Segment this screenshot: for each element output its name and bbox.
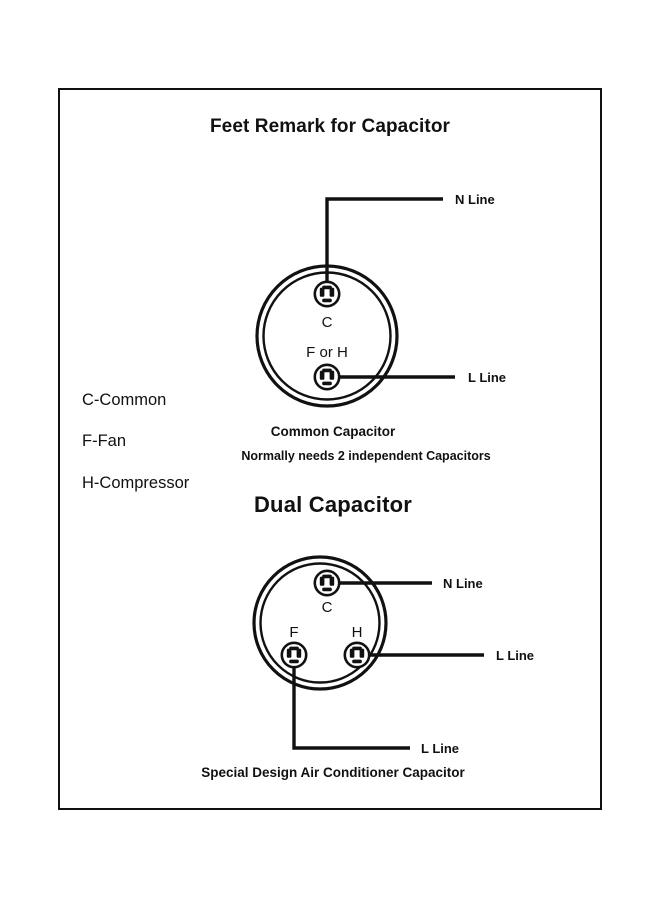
terminal-h-bottom [343, 641, 371, 669]
capacitor-shell-inner-bottom [259, 562, 381, 684]
wire-label-n-line-bottom: N Line [443, 576, 483, 591]
terminal-label-h-bottom: H [352, 624, 363, 641]
common-capacitor-diagram: C F or H N Line L Line Common Capacitor … [241, 192, 506, 463]
terminal-f-bottom [280, 641, 308, 669]
capacitor-shell-outer-bottom [252, 555, 388, 691]
terminal-label-c-bottom: C [322, 599, 333, 616]
caption-common-capacitor: Common Capacitor [271, 424, 396, 439]
legend-item-compressor: H-Compressor [82, 474, 190, 492]
section-title-dual-capacitor: Dual Capacitor [254, 492, 412, 517]
terminal-label-forh-top: F or H [306, 344, 348, 361]
wire-label-l-line-h-bottom: L Line [496, 648, 534, 663]
page-title: Feet Remark for Capacitor [210, 116, 451, 137]
terminal-label-f-bottom: F [289, 624, 298, 641]
legend-item-common: C-Common [82, 391, 166, 409]
wire-label-l-line-top: L Line [468, 370, 506, 385]
terminal-c-bottom [313, 569, 341, 597]
terminal-label-c-top: C [322, 314, 333, 331]
caption-common-capacitor-note: Normally needs 2 independent Capacitors [241, 449, 490, 463]
capacitor-shell-outer-top [255, 264, 399, 408]
terminal-c-top [313, 280, 341, 308]
capacitor-shell-inner-top [262, 271, 392, 401]
dual-capacitor-diagram: C F H N Line L Line L Line Special Desig… [201, 555, 534, 780]
wire-label-l-line-f-bottom: L Line [421, 741, 459, 756]
wire-label-n-line-top: N Line [455, 192, 495, 207]
terminal-forh-top [313, 363, 341, 391]
wire-n-line-top [325, 197, 443, 294]
wire-l-line-f-bottom [292, 655, 410, 750]
legend-item-fan: F-Fan [82, 432, 126, 450]
caption-special-design-capacitor: Special Design Air Conditioner Capacitor [201, 765, 465, 780]
